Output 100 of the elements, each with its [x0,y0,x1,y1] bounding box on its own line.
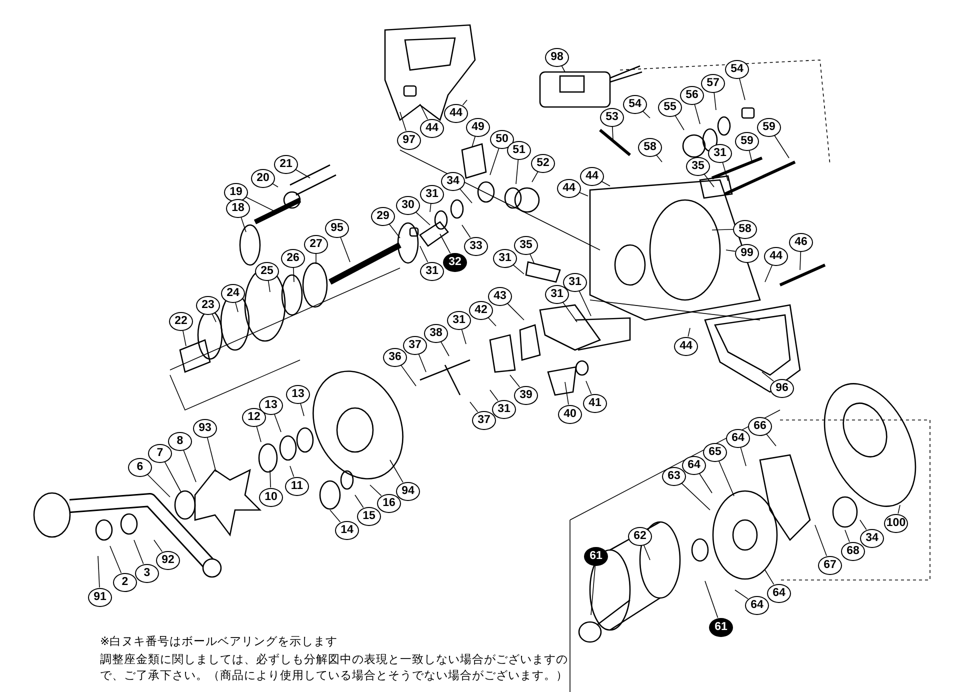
leader-line [147,474,170,498]
callout-number: 26 [281,248,305,268]
leader-line [510,374,520,388]
callout-number: 13 [259,396,283,414]
leader-line [578,290,592,316]
callout-number: 25 [255,262,279,280]
leader-line [340,236,350,262]
callout-number: 27 [304,234,328,254]
leader-line [462,224,471,238]
leader-line [532,171,538,182]
callout-number: 32 [443,252,467,272]
callout-number: 44 [420,118,444,138]
leader-line [642,110,650,118]
leader-line [164,461,182,492]
callout-number: 14 [335,520,359,540]
leader-line [290,466,294,478]
callout-number: 15 [357,506,381,526]
callout-number: 19 [224,182,248,202]
leader-line [295,169,310,178]
leader-line [688,328,690,337]
leader-line [704,174,714,188]
callout-number: 99 [735,244,759,262]
callout-number: 56 [680,86,704,104]
callout-number: 67 [818,556,842,574]
callout-number: 8 [168,432,192,450]
callout-number: 64 [745,596,769,614]
leader-line [814,524,827,556]
callout-number: 58 [733,220,757,238]
leader-line [440,234,451,254]
callout-number: 31 [420,262,444,280]
callout-number: 34 [860,528,884,548]
leader-line [416,212,430,226]
callout-number: 46 [789,232,813,252]
leader-line [564,382,569,405]
leader-line [330,510,341,522]
callout-number: 24 [221,284,245,302]
leader-line [418,354,426,372]
leader-line [860,520,867,530]
callout-number: 98 [545,48,569,66]
callout-number: 52 [531,154,555,172]
callout-number: 12 [242,408,266,426]
callout-number: 31 [493,248,517,268]
leader-line [734,590,748,600]
leader-line [235,302,238,312]
callout-number: 37 [472,410,496,430]
leader-line [246,196,274,212]
leader-line [268,280,270,292]
leader-line [739,78,746,100]
callout-number: 64 [726,428,750,448]
callout-number: 42 [469,300,493,320]
leader-line [601,181,610,186]
leader-line [256,426,262,442]
leader-line [722,162,728,182]
leader-line [430,203,432,212]
leader-line [714,92,716,110]
leader-line [354,494,364,508]
leader-line [440,341,450,356]
note-text: 調整座金類に関しましては、必ずしも分解図中の表現と一致しない場合がございますので、ご了承下さい。（商品により使用している場合とそうでない場合がございます。） [100,651,569,683]
callout-number: 34 [441,172,465,190]
callout-number: 64 [682,456,706,474]
callout-number: 64 [767,584,791,602]
callout-number: 92 [156,550,180,570]
leader-line [579,192,588,196]
leader-line [586,380,592,394]
callout-number: 54 [623,94,647,114]
callout-number: 58 [638,138,662,156]
leader-line [590,565,596,616]
callout-number: 68 [841,542,865,560]
callout-number: 16 [377,494,401,512]
leader-line [370,484,382,496]
callout-number: 44 [444,104,468,122]
callout-number: 57 [701,74,725,92]
callout-number: 29 [371,206,395,226]
leader-line [643,544,650,560]
leader-line [400,364,416,386]
callout-number: 41 [583,394,607,412]
callout-number: 6 [128,458,152,476]
callout-number: 31 [708,144,732,162]
callout-number: 66 [748,416,772,436]
callout-number: 55 [658,98,682,116]
callout-number: 44 [674,336,698,356]
callout-number: 61 [584,546,608,566]
leader-line [461,328,466,344]
callout-number: 7 [148,444,172,462]
leader-line [212,314,216,322]
leader-line [800,251,802,270]
callout-number: 40 [558,404,582,424]
callout-number: 3 [135,564,159,582]
callout-number: 37 [403,336,427,354]
leader-line [272,183,278,188]
leader-line [612,126,614,140]
leader-line [300,402,304,416]
callout-number: 35 [686,156,710,176]
callout-number: 2 [113,572,137,592]
leader-line [507,303,524,320]
leader-line [134,540,144,564]
leader-line [530,254,534,264]
callout-number: 44 [557,178,581,198]
callout-number: 20 [251,168,275,188]
leader-line [512,264,524,274]
